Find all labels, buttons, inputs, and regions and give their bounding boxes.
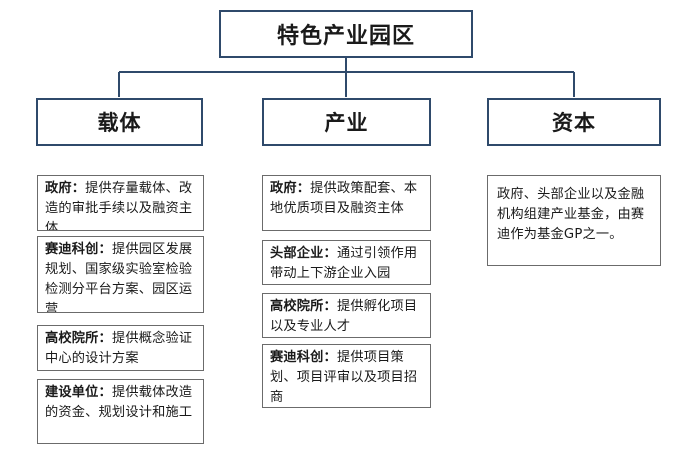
- item-text: 提供存量载体、改造的审批手续以及融资主体: [45, 181, 193, 231]
- item-label: 建设单位：: [45, 385, 112, 400]
- item-text: 提供概念验证中心的设计方案: [45, 331, 193, 366]
- capital-description-box: 政府、头部企业以及金融机构组建产业基金，由赛迪作为基金GP之一。: [487, 175, 661, 266]
- carrier-item-universities: 高校院所：提供概念验证中心的设计方案: [37, 325, 204, 371]
- category-capital: 资本: [487, 98, 661, 146]
- root-title: 特色产业园区: [276, 24, 415, 49]
- item-label: 赛迪科创：: [45, 242, 112, 257]
- category-capital-label: 资本: [552, 111, 596, 135]
- industry-item-leading-enterprises: 头部企业：通过引领作用带动上下游企业入园: [262, 240, 431, 285]
- item-text: 提供园区发展规划、国家级实验室检验检测分平台方案、园区运营: [45, 242, 193, 313]
- item-text: 提供政策配套、本地优质项目及融资主体: [270, 181, 418, 216]
- carrier-item-government: 政府：提供存量载体、改造的审批手续以及融资主体: [37, 175, 204, 231]
- item-text: 提供项目策划、项目评审以及项目招商: [270, 350, 418, 405]
- item-label: 高校院所：: [45, 331, 112, 346]
- item-label: 政府：: [45, 181, 86, 196]
- item-text: 提供孵化项目以及专业人才: [270, 299, 418, 334]
- item-text: 提供载体改造的资金、规划设计和施工: [45, 385, 193, 420]
- category-industry: 产业: [262, 98, 431, 146]
- category-industry-label: 产业: [324, 111, 369, 135]
- item-label: 高校院所：: [270, 299, 337, 314]
- industry-item-universities: 高校院所：提供孵化项目以及专业人才: [262, 293, 431, 338]
- item-label: 头部企业：: [270, 246, 337, 261]
- carrier-item-construction: 建设单位：提供载体改造的资金、规划设计和施工: [37, 379, 204, 444]
- item-label: 政府：: [270, 181, 311, 196]
- category-carrier-label: 载体: [97, 111, 142, 135]
- capital-description: 政府、头部企业以及金融机构组建产业基金，由赛迪作为基金GP之一。: [497, 187, 645, 242]
- industry-item-government: 政府：提供政策配套、本地优质项目及融资主体: [262, 175, 431, 231]
- root-title-box: 特色产业园区: [219, 10, 473, 58]
- item-text: 通过引领作用带动上下游企业入园: [270, 246, 418, 281]
- industry-item-ccid: 赛迪科创：提供项目策划、项目评审以及项目招商: [262, 344, 431, 408]
- item-label: 赛迪科创：: [270, 350, 337, 365]
- carrier-item-ccid: 赛迪科创：提供园区发展规划、国家级实验室检验检测分平台方案、园区运营: [37, 236, 204, 313]
- category-carrier: 载体: [36, 98, 203, 146]
